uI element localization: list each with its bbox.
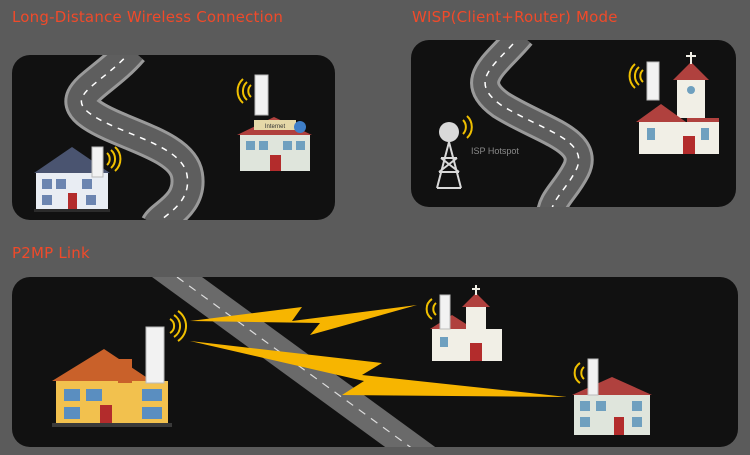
isp-hotspot-label: ISP Hotspot (471, 146, 519, 156)
main-house-icon (52, 349, 172, 427)
winding-road (64, 55, 205, 220)
cpe-device-icon (628, 61, 660, 101)
isp-tower-icon (436, 115, 473, 189)
p2mp-panel (12, 277, 738, 447)
cpe-device-icon (236, 74, 269, 116)
cpe-device-icon (425, 294, 451, 330)
long-distance-title: Long-Distance Wireless Connection (12, 8, 284, 26)
cpe-device-icon (91, 146, 122, 178)
wireless-link-lightning (190, 305, 567, 397)
winding-road (470, 40, 594, 207)
long-distance-panel: Internet (12, 55, 335, 220)
cpe-device-icon (145, 310, 187, 384)
church-icon (430, 285, 502, 361)
p2mp-title: P2MP Link (12, 244, 90, 262)
internet-sign: Internet (265, 124, 286, 130)
home-icon (34, 147, 110, 212)
office-building-icon (572, 377, 652, 435)
internet-building-icon: Internet (237, 117, 312, 171)
cpe-device-icon (573, 358, 599, 396)
church-icon (636, 52, 719, 154)
wisp-mode-title: WISP(Client+Router) Mode (412, 8, 618, 26)
wisp-mode-panel: ISP Hotspot (411, 40, 736, 207)
